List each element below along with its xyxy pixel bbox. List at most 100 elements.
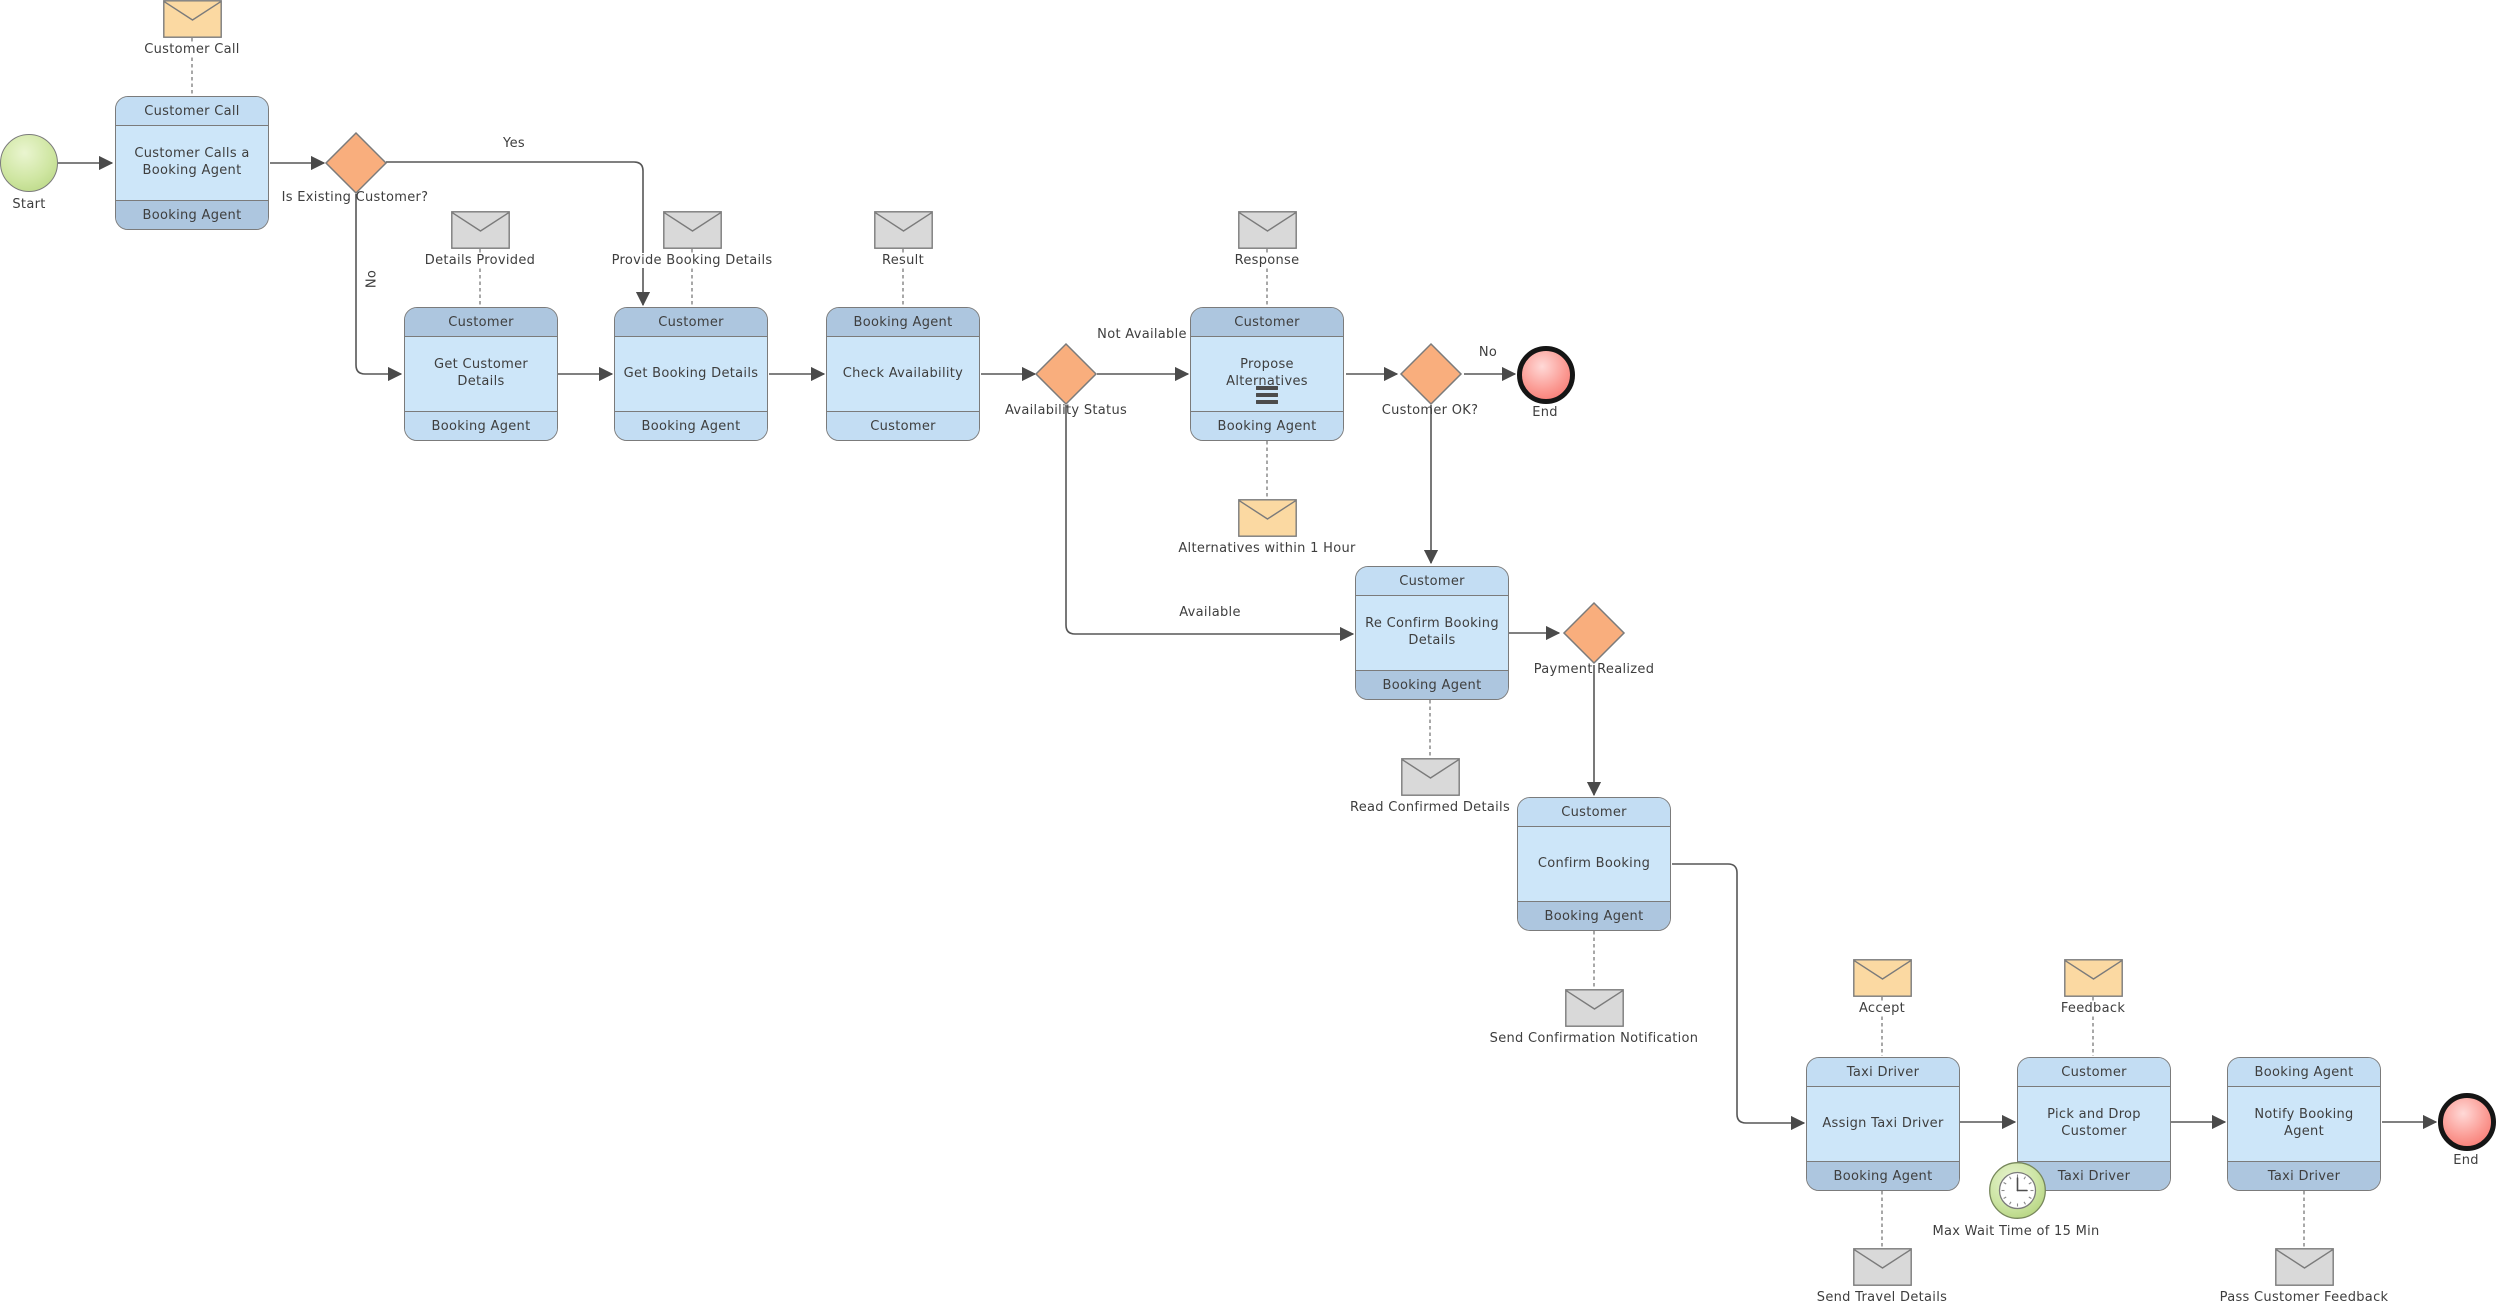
task-check-availability[interactable]: Booking Agent Check Availability Custome… [826,307,980,441]
gateway-label: Is Existing Customer? [281,190,429,205]
end-event-customer-not-ok[interactable] [1517,346,1575,404]
task-body: Pick and Drop Customer [2047,1107,2141,1139]
message-feedback[interactable]: Feedback [1983,959,2203,1016]
envelope-icon [450,211,510,249]
flow-no-to-get-customer-details [355,194,403,382]
message-accept[interactable]: Accept [1772,959,1992,1016]
flow-available-to-reconfirm [1065,405,1355,642]
gateway-label: Availability Status [1004,403,1128,418]
start-event-label: Start [12,197,46,212]
message-alternatives-within-1-hour[interactable]: Alternatives within 1 Hour [1157,499,1377,556]
message-label: Details Provided [422,253,538,268]
task-body: Re Confirm Booking Details [1365,616,1499,648]
timer-event[interactable] [1988,1161,2047,1220]
task-footer: Customer [827,411,979,440]
end-event-final[interactable] [2438,1093,2496,1151]
task-footer: Taxi Driver [2228,1161,2380,1190]
end-event-label: End [1532,405,1558,420]
message-details-provided[interactable]: Details Provided [370,211,590,268]
task-header: Customer [405,308,557,337]
message-provide-booking-details[interactable]: Provide Booking Details [582,211,802,268]
task-assign-taxi-driver[interactable]: Taxi Driver Assign Taxi Driver Booking A… [1806,1057,1960,1191]
task-footer: Booking Agent [116,200,268,229]
task-header: Customer [615,308,767,337]
task-footer: Booking Agent [615,411,767,440]
task-header: Customer [1356,567,1508,596]
message-customer-call[interactable]: Customer Call [82,0,302,57]
task-body: Customer Calls a Booking Agent [134,146,250,178]
flow-yes-to-get-booking-details [386,161,651,307]
envelope-icon [1400,758,1460,796]
message-pass-customer-feedback[interactable]: Pass Customer Feedback [2194,1248,2414,1305]
end-event-label: End [2453,1153,2479,1168]
envelope-icon [162,0,222,38]
edge-label-not-available: Not Available [1097,327,1187,342]
message-label: Response [1232,253,1302,268]
gateway-label: Payment Realized [1533,662,1655,677]
task-header: Taxi Driver [1807,1058,1959,1087]
envelope-icon [1852,1248,1912,1286]
edge-label-yes: Yes [503,136,525,151]
diamond-icon [324,131,388,195]
message-label: Result [880,253,926,268]
edge-label-available: Available [1179,605,1241,620]
envelope-icon [2274,1248,2334,1286]
task-footer: Booking Agent [405,411,557,440]
task-body: Assign Taxi Driver [1822,1115,1944,1131]
task-notify-booking-agent[interactable]: Booking Agent Notify Booking Agent Taxi … [2227,1057,2381,1191]
task-body: Get Booking Details [623,365,759,381]
task-header: Customer Call [116,97,268,126]
task-body: Confirm Booking [1537,855,1651,871]
message-label: Read Confirmed Details [1347,800,1513,815]
task-customer-call[interactable]: Customer Call Customer Calls a Booking A… [115,96,269,230]
task-footer: Booking Agent [1191,411,1343,440]
task-header: Customer [1518,798,1670,827]
gateway-customer-ok[interactable] [1399,342,1463,406]
message-label: Send Confirmation Notification [1487,1031,1701,1046]
message-result[interactable]: Result [793,211,1013,268]
hamburger-icon [1256,383,1278,407]
task-pick-and-drop-customer[interactable]: Customer Pick and Drop Customer Taxi Dri… [2017,1057,2171,1191]
message-send-travel-details[interactable]: Send Travel Details [1772,1248,1992,1305]
envelope-icon [1852,959,1912,997]
diamond-icon [1399,342,1463,406]
task-confirm-booking[interactable]: Customer Confirm Booking Booking Agent [1517,797,1671,931]
envelope-icon [662,211,722,249]
message-send-confirmation-notification[interactable]: Send Confirmation Notification [1484,989,1704,1046]
task-footer: Booking Agent [1807,1161,1959,1190]
diamond-icon [1034,342,1098,406]
message-label: Feedback [2058,1001,2128,1016]
task-body-label: Propose Alternatives [1226,357,1308,389]
task-propose-alternatives[interactable]: Customer Propose Alternatives Booking Ag… [1190,307,1344,441]
task-body: Get Customer Details [433,357,529,389]
message-response[interactable]: Response [1157,211,1377,268]
task-body: Notify Booking Agent [2254,1107,2354,1139]
envelope-icon [2063,959,2123,997]
start-event[interactable] [0,134,58,192]
task-reconfirm-booking-details[interactable]: Customer Re Confirm Booking Details Book… [1355,566,1509,700]
edge-label-no: No [364,269,380,289]
task-body: Propose Alternatives [1191,337,1343,411]
envelope-icon [1237,211,1297,249]
task-get-customer-details[interactable]: Customer Get Customer Details Booking Ag… [404,307,558,441]
task-body: Check Availability [842,365,964,381]
gateway-availability-status[interactable] [1034,342,1098,406]
task-header: Booking Agent [827,308,979,337]
message-read-confirmed-details[interactable]: Read Confirmed Details [1320,758,1540,815]
envelope-icon [1237,499,1297,537]
task-header: Customer [1191,308,1343,337]
clock-icon [1989,1162,2046,1219]
task-get-booking-details[interactable]: Customer Get Booking Details Booking Age… [614,307,768,441]
envelope-icon [873,211,933,249]
message-label: Pass Customer Feedback [2217,1290,2391,1305]
task-header: Booking Agent [2228,1058,2380,1087]
gateway-is-existing-customer[interactable] [324,131,388,195]
gateway-payment-realized[interactable] [1562,601,1626,665]
message-label: Provide Booking Details [609,253,775,268]
diamond-icon [1562,601,1626,665]
task-footer: Booking Agent [1356,670,1508,699]
task-header: Customer [2018,1058,2170,1087]
envelope-icon [1564,989,1624,1027]
